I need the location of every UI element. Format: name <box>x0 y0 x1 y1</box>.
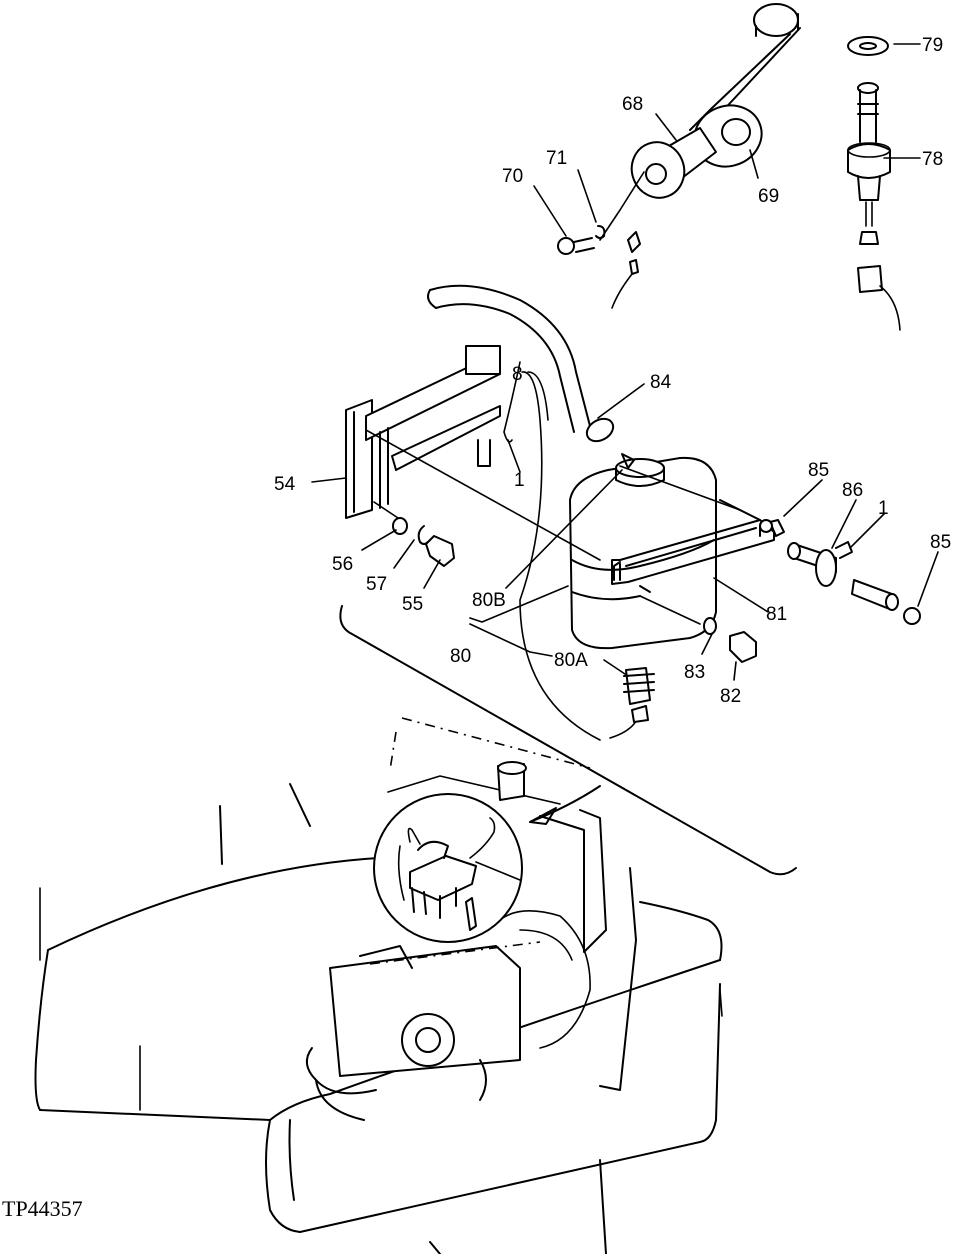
level-sensor <box>623 667 655 723</box>
tank-strap <box>611 499 775 593</box>
callout-8: 8 <box>512 364 523 385</box>
reservoir-tank <box>569 453 717 650</box>
callout-70: 70 <box>502 166 523 187</box>
detail-circle <box>373 793 523 943</box>
callout-85-lower: 85 <box>930 532 951 553</box>
platform-outline <box>339 605 797 876</box>
callout-69: 69 <box>758 186 779 207</box>
callout-57: 57 <box>366 574 387 595</box>
callout-86: 86 <box>842 480 863 501</box>
callout-85-upper: 85 <box>808 460 829 481</box>
callout-labels: 79 78 68 71 70 69 8 84 1 54 85 86 1 85 5… <box>274 35 951 707</box>
callout-56: 56 <box>332 554 353 575</box>
assembly-lines <box>365 429 741 625</box>
fuel-sender-assembly <box>557 3 801 309</box>
leader-lines <box>311 43 939 681</box>
callout-78: 78 <box>922 149 943 170</box>
callout-68: 68 <box>622 94 643 115</box>
level-switch-assembly <box>847 36 901 331</box>
callout-80: 80 <box>450 646 471 667</box>
callout-80B: 80B <box>472 590 506 611</box>
callout-82: 82 <box>720 686 741 707</box>
mounting-bracket <box>345 345 521 519</box>
callout-81: 81 <box>766 604 787 625</box>
callout-79: 79 <box>922 35 943 56</box>
callout-83: 83 <box>684 662 705 683</box>
washer-clip-bolt <box>392 517 455 567</box>
hose-and-clamps <box>759 519 921 625</box>
drawing-id: TP44357 <box>2 1196 83 1221</box>
machine-body <box>34 717 723 1254</box>
callout-55: 55 <box>402 594 423 615</box>
vent-hose <box>427 284 615 443</box>
callout-1-left: 1 <box>514 470 525 491</box>
callout-54: 54 <box>274 474 296 495</box>
callout-84: 84 <box>650 372 672 393</box>
callout-80A: 80A <box>554 650 588 671</box>
bolt-and-washer <box>703 617 757 663</box>
callout-1-right: 1 <box>878 498 889 519</box>
callout-71: 71 <box>546 148 567 169</box>
